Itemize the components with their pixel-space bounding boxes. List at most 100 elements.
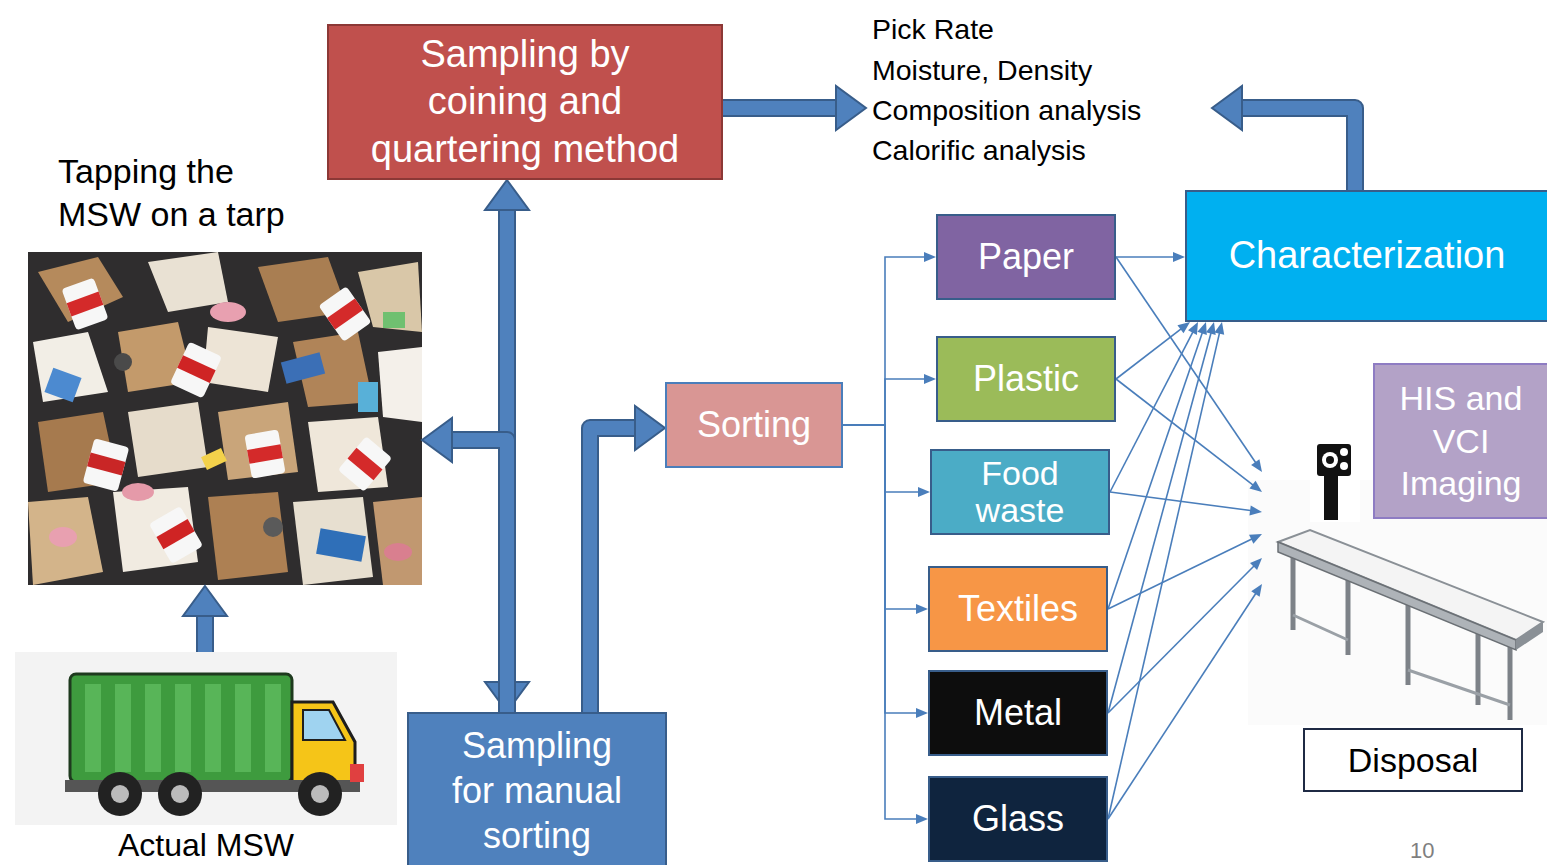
illustration-shape [87, 453, 125, 476]
illustration-shape [1340, 462, 1348, 470]
illustration-shape [28, 252, 422, 585]
text-group: Sorting [697, 403, 811, 446]
illustration-shape [293, 497, 373, 585]
arrow-body [590, 428, 641, 712]
flow-arrow [1108, 534, 1262, 609]
node-label: Food waste [944, 455, 1096, 530]
category-box: Glass [928, 776, 1108, 862]
flow-arrow [1108, 322, 1224, 819]
arrow-head [1249, 505, 1262, 515]
node-label: Sampling for manual sorting [449, 723, 625, 858]
result-list: Pick RateMoisture, DensityComposition an… [866, 4, 1212, 176]
illustration-shape [210, 302, 246, 322]
camera-icon [1310, 438, 1360, 522]
illustration-shape [318, 286, 371, 342]
illustration-shape [28, 497, 103, 585]
illustration-shape [128, 402, 208, 477]
arrow-line [843, 425, 920, 492]
illustration-shape [201, 448, 227, 470]
illustration-shape [122, 483, 154, 501]
illustration-shape [145, 684, 161, 772]
text-group: Food waste [944, 455, 1096, 530]
category-box: Paper [936, 214, 1116, 300]
arrow-line [1116, 256, 1175, 258]
arrow-head [1173, 252, 1185, 262]
illustration-shape [85, 684, 101, 772]
illustration-shape [244, 429, 285, 478]
node-label: Glass [972, 798, 1064, 839]
disposal-box: Disposal [1303, 728, 1523, 792]
text-group: Textiles [958, 588, 1078, 629]
category-box: Metal [928, 670, 1108, 756]
arrow-outline [1236, 108, 1355, 190]
flow-arrow [843, 374, 936, 425]
block-arrow [422, 418, 507, 712]
illustration-shape [205, 684, 221, 772]
node-label: Pick Rate [872, 9, 994, 49]
arrow-body [723, 101, 842, 115]
illustration-shape [303, 710, 345, 740]
illustration-shape [378, 347, 422, 422]
illustration-shape [98, 772, 142, 816]
arrow-head [1197, 322, 1206, 335]
arrow-head [1212, 86, 1242, 130]
illustration-shape [358, 382, 378, 412]
flow-arrow [843, 252, 936, 425]
node-label: Sampling by coining and quartering metho… [367, 31, 683, 174]
text-group: Metal [974, 692, 1062, 733]
arrow-head [1250, 558, 1262, 570]
arrow-outline [590, 428, 641, 712]
illustration-shape [247, 444, 283, 464]
illustration-shape [263, 517, 283, 537]
illustration-shape [1508, 645, 1513, 720]
photo-node: Tapping the MSW on a tarp [28, 150, 422, 586]
arrow-line [843, 257, 926, 425]
arrow-head [1188, 322, 1198, 335]
process-box: HIS and VCI Imaging [1373, 363, 1547, 519]
arrow-head [422, 418, 452, 462]
flow-arrow [1108, 558, 1262, 713]
page-number: 10 [1410, 838, 1434, 864]
illustration-shape [62, 278, 393, 564]
node-label: Textiles [958, 588, 1078, 629]
text-group: Pick RateMoisture, DensityComposition an… [872, 9, 1141, 171]
illustration-shape [1278, 542, 1516, 650]
category-box: Plastic [936, 336, 1116, 422]
illustration-shape [1293, 615, 1348, 640]
illustration-shape [83, 438, 130, 492]
illustration-shape [111, 785, 129, 803]
arrow-line [1108, 538, 1253, 609]
flow-arrow [1108, 584, 1262, 819]
flow-arrow [843, 425, 928, 824]
arrow-head [1177, 322, 1190, 333]
illustration-shape [33, 332, 108, 402]
arrow-head [485, 180, 529, 210]
illustration-shape [170, 342, 222, 399]
arrow-head [183, 586, 227, 616]
arrow-head [916, 814, 928, 824]
illustration-shape [218, 402, 298, 480]
text-group: Sampling by coining and quartering metho… [367, 31, 683, 174]
arrow-head [1214, 322, 1224, 335]
arrow-line [1108, 331, 1220, 819]
illustration-shape [316, 528, 366, 562]
waste-photo [28, 252, 422, 585]
arrow-head [1251, 459, 1262, 472]
arrow-line [843, 425, 918, 819]
flow-arrow [1110, 322, 1198, 492]
illustration-shape [1291, 552, 1296, 630]
flow-arrow [1110, 492, 1262, 515]
arrow-head [924, 252, 936, 262]
node-label: Sorting [697, 403, 811, 446]
arrow-head [924, 374, 936, 384]
process-box: Characterization [1185, 190, 1547, 322]
arrow-line [1108, 592, 1257, 819]
illustration-shape [175, 684, 191, 772]
node-label: Calorific analysis [872, 130, 1086, 170]
arrow-line [1116, 379, 1254, 486]
illustration-shape [49, 527, 77, 547]
flow-arrow [1116, 379, 1262, 492]
illustration-shape [1278, 530, 1543, 640]
illustration-shape [338, 436, 392, 492]
node-label: Composition analysis [872, 90, 1141, 130]
